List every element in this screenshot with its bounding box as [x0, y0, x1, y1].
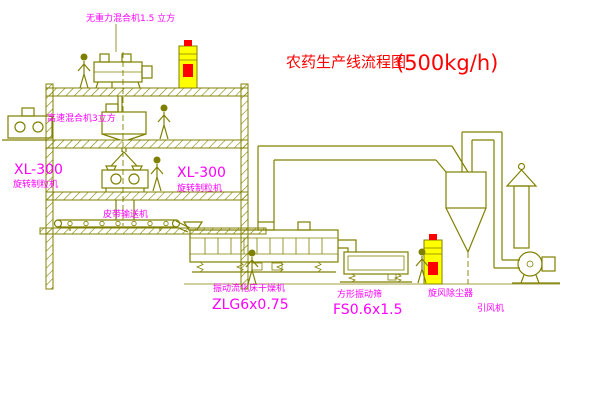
page-title: 农药生产线流程图	[286, 53, 406, 71]
label-center-granulator-name: 旋转制粒机	[177, 182, 222, 194]
label-left-granulator-model: XL-300	[14, 162, 63, 178]
label-center-granulator-model: XL-300	[177, 165, 226, 181]
label-top-mixer: 无重力混合机1.5 立方	[86, 12, 175, 24]
label-sieve-model: FS0.6x1.5	[333, 302, 403, 318]
label-dryer-name: 振动流化床干燥机	[213, 282, 285, 294]
fluid-bed-dryer-drawing	[182, 221, 339, 273]
label-left-granulator-name: 旋转制粒机	[13, 178, 58, 190]
left-granulator-drawing	[2, 107, 53, 141]
high-speed-mixer-drawing	[101, 103, 147, 167]
person-figure	[157, 103, 171, 140]
cyclone-separator-drawing	[445, 171, 487, 284]
belt-conveyor-drawing	[53, 219, 191, 233]
induced-draft-fan-drawing	[512, 251, 560, 284]
label-dryer-model: ZLG6x0.75	[212, 297, 289, 313]
center-granulator-drawing	[101, 165, 149, 220]
exhaust-stack-drawing	[505, 162, 538, 249]
labels: 农药生产线流程图 (500kg/h) 无重力混合机1.5 立方 高速混合机3立方…	[13, 12, 504, 318]
control-cabinet-upper	[178, 40, 198, 89]
label-belt-conveyor: 皮带输送机	[103, 208, 148, 220]
person-figure	[150, 155, 164, 192]
person-figure	[77, 52, 91, 89]
exhaust-duct-drawing	[257, 131, 520, 269]
vibrating-sieve-drawing	[338, 239, 412, 283]
building-structure	[39, 83, 560, 290]
label-cyclone: 旋风除尘器	[428, 287, 473, 299]
label-fan: 引风机	[477, 302, 504, 314]
top-mixer-drawing	[93, 24, 153, 112]
label-sieve-name: 方形振动筛	[337, 288, 382, 300]
page-title-capacity: (500kg/h)	[396, 51, 498, 75]
control-cabinet-lower	[423, 234, 443, 285]
label-high-speed-mixer: 高速混合机3立方	[47, 112, 116, 124]
